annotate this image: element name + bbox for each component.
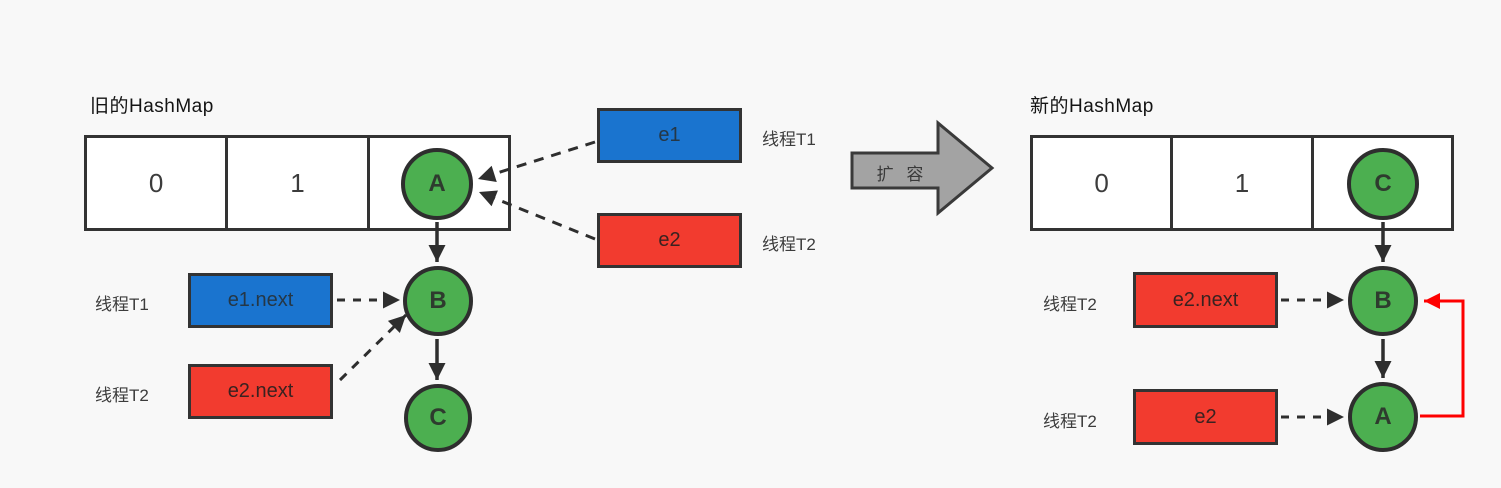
bucket-index: 0 <box>148 167 164 198</box>
arrow-e2next-to-b <box>338 313 408 382</box>
pointer-box-e2: e2 <box>597 213 742 268</box>
bucket-index: 1 <box>290 167 305 198</box>
pointer-box-e2-next: e2.next <box>188 364 333 419</box>
bucket-index: 0 <box>1094 167 1109 198</box>
old-node-b: B <box>403 266 473 336</box>
thread-label-t2: 线程T2 <box>1043 295 1097 314</box>
thread-label-t2: 线程T2 <box>95 386 149 405</box>
old-hashmap-title: 旧的HashMap <box>90 96 214 117</box>
thread-label-t1: 线程T1 <box>95 295 149 314</box>
pointer-box-e2-next-new: e2.next <box>1133 272 1278 328</box>
bucket-index: 1 <box>1234 167 1250 198</box>
old-bucket-1: 1 <box>228 138 370 228</box>
pointer-box-e1: e1 <box>597 108 742 163</box>
thread-label-t2: 线程T2 <box>1043 412 1097 431</box>
pointer-box-e2-new: e2 <box>1133 389 1278 445</box>
new-bucket-1: 1 <box>1173 138 1314 228</box>
new-node-a: A <box>1348 382 1418 452</box>
new-hashmap-title: 新的HashMap <box>1030 96 1154 117</box>
old-node-c: C <box>404 384 472 452</box>
new-node-b: B <box>1348 266 1418 336</box>
arrow-cycle-a-to-b <box>1420 293 1465 418</box>
new-bucket-0: 0 <box>1033 138 1174 228</box>
old-node-a: A <box>401 148 473 220</box>
resize-label: 扩 容 <box>876 165 928 184</box>
old-bucket-0: 0 <box>87 138 229 228</box>
new-node-c: C <box>1347 148 1419 220</box>
thread-label-t1: 线程T1 <box>762 130 816 149</box>
pointer-box-e1-next: e1.next <box>188 273 333 328</box>
thread-label-t2: 线程T2 <box>762 235 816 254</box>
